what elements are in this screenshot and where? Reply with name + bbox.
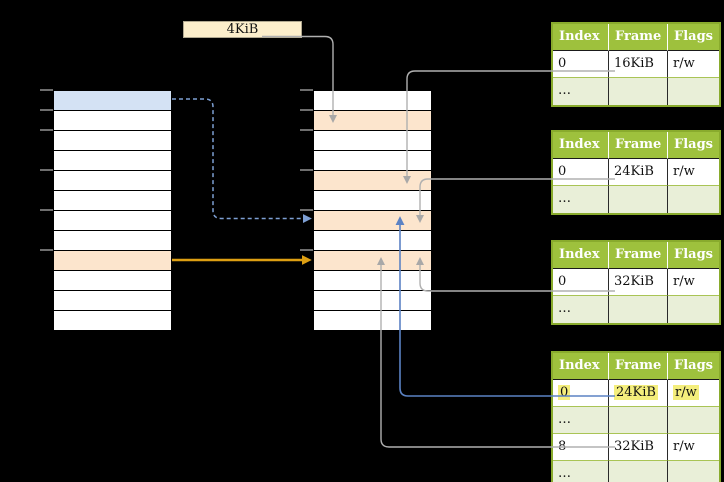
table-cell (668, 186, 719, 213)
table-cell: 0 (553, 159, 609, 186)
arrow-translation-dashed (172, 98, 312, 223)
memory-row-white (54, 231, 171, 251)
memory-row-white (54, 291, 171, 311)
address-tick (40, 209, 53, 211)
column-header-index: Index (553, 242, 609, 269)
column-header-frame: Frame (609, 242, 668, 269)
address-tick (40, 129, 53, 131)
address-tick (300, 169, 313, 171)
column-header-index: Index (553, 353, 609, 380)
table-cell: … (553, 461, 609, 482)
address-tick (300, 109, 313, 111)
memory-row-white (54, 271, 171, 291)
table-cell (668, 296, 719, 323)
table-cell: 24KiB (609, 380, 668, 407)
table-cell (668, 407, 719, 434)
highlighted-cell-text: r/w (673, 385, 699, 400)
table-cell (609, 461, 668, 482)
memory-row-white (314, 291, 431, 311)
memory-row-white (54, 111, 171, 131)
table-cell: r/w (668, 159, 719, 186)
memory-row-white (54, 191, 171, 211)
memory-row-white (54, 151, 171, 171)
table-cell (609, 407, 668, 434)
memory-row-orange (314, 171, 431, 191)
address-tick (300, 249, 313, 251)
table-cell (668, 78, 719, 105)
memory-row-white (314, 231, 431, 251)
page-size-label-text: 4KiB (226, 22, 259, 37)
memory-row-white (314, 311, 431, 330)
physical-memory-table (313, 90, 432, 331)
table-cell: … (553, 186, 609, 213)
column-header-flags: Flags (668, 24, 719, 51)
table-cell: 24KiB (609, 159, 668, 186)
table-cell: … (553, 296, 609, 323)
table-cell: 0 (553, 269, 609, 296)
address-tick (40, 249, 53, 251)
memory-row-white (54, 311, 171, 330)
column-header-flags: Flags (668, 242, 719, 269)
memory-row-white (314, 151, 431, 171)
page-size-label: 4KiB (183, 21, 302, 38)
memory-row-orange (314, 251, 431, 271)
table-cell: 32KiB (609, 269, 668, 296)
table-cell: r/w (668, 269, 719, 296)
virtual-memory-table (53, 90, 172, 331)
memory-row-white (54, 211, 171, 231)
table-cell: r/w (668, 51, 719, 78)
address-tick (40, 109, 53, 111)
column-header-frame: Frame (609, 24, 668, 51)
column-header-index: Index (553, 132, 609, 159)
table-cell (609, 296, 668, 323)
table-cell: r/w (668, 434, 719, 461)
table-cell: 0 (553, 51, 609, 78)
memory-row-blue (54, 91, 171, 111)
column-header-frame: Frame (609, 132, 668, 159)
address-tick (40, 169, 53, 171)
address-tick (40, 89, 53, 91)
memory-row-orange (314, 111, 431, 131)
memory-row-white (314, 191, 431, 211)
memory-row-white (314, 131, 431, 151)
address-tick (300, 89, 313, 91)
table-cell: … (553, 407, 609, 434)
table-cell: 32KiB (609, 434, 668, 461)
memory-row-orange (54, 251, 171, 271)
address-tick (300, 129, 313, 131)
column-header-index: Index (553, 24, 609, 51)
address-tick (300, 209, 313, 211)
table-cell (609, 78, 668, 105)
memory-row-white (54, 131, 171, 151)
column-header-flags: Flags (668, 353, 719, 380)
table-cell (609, 186, 668, 213)
memory-row-white (314, 91, 431, 111)
table-cell: r/w (668, 380, 719, 407)
memory-row-orange (314, 211, 431, 231)
memory-row-white (54, 171, 171, 191)
column-header-frame: Frame (609, 353, 668, 380)
table-cell: 0 (553, 380, 609, 407)
table-cell: … (553, 78, 609, 105)
highlighted-cell-text: 0 (558, 385, 571, 400)
table-cell: 8 (553, 434, 609, 461)
table-cell: 16KiB (609, 51, 668, 78)
memory-row-white (314, 271, 431, 291)
highlighted-cell-text: 24KiB (614, 385, 658, 400)
column-header-flags: Flags (668, 132, 719, 159)
table-cell (668, 461, 719, 482)
